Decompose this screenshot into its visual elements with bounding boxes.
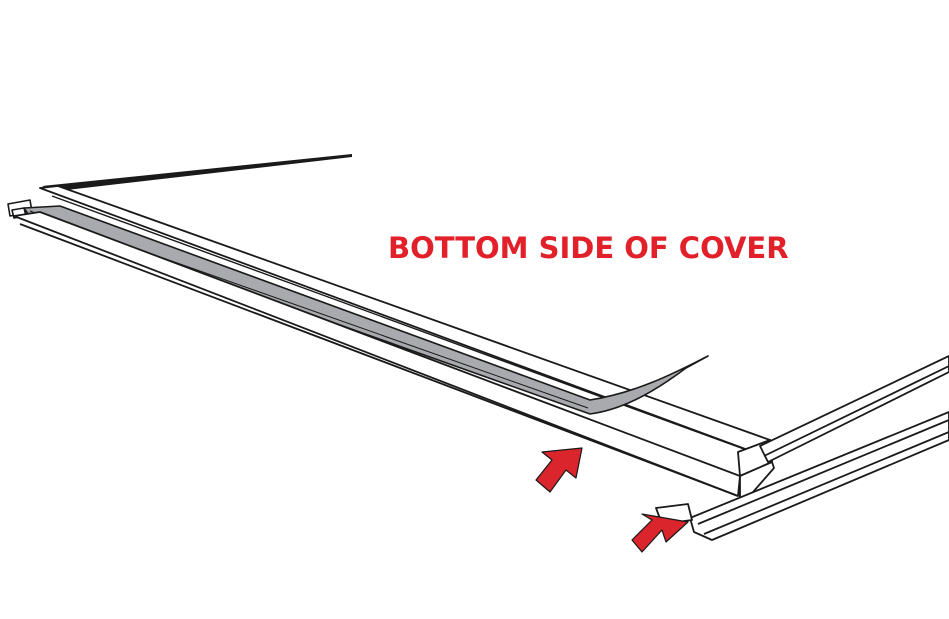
cover-far-edge (42, 154, 352, 191)
diagram-caption: BOTTOM SIDE OF COVER (388, 231, 789, 265)
rail-top-surface (39, 185, 771, 453)
red-block-arrow-icon (535, 447, 583, 493)
adjacent-cover-panel (655, 355, 949, 541)
red-block-arrow-icon (631, 513, 689, 553)
